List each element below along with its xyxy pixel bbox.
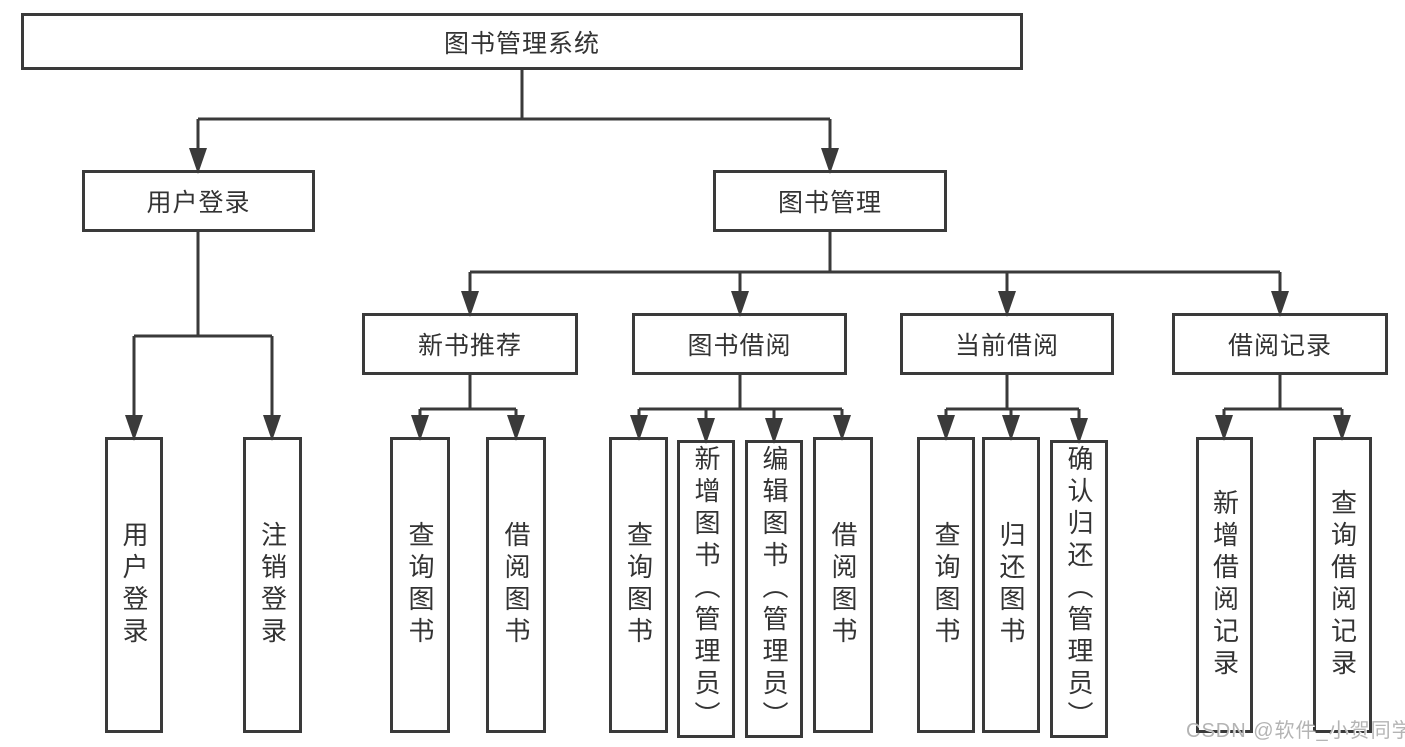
- node-label: 图书管理系统: [443, 29, 600, 58]
- node-label: 确认归还（管理员）: [1064, 445, 1094, 733]
- leaf-return-books: 归还图书: [982, 437, 1040, 733]
- leaf-edit-books-admin: 编辑图书（管理员）: [745, 440, 803, 738]
- leaf-logout: 注销登录: [243, 437, 302, 733]
- node-label: 用户登录: [119, 521, 149, 649]
- node-label: 用户登录: [146, 189, 251, 217]
- watermark-csdn: CSDN @软件_小贺同学: [1186, 720, 1405, 742]
- leaf-confirm-return-admin: 确认归还（管理员）: [1050, 440, 1108, 738]
- connector-records-to-leaves: [1215, 375, 1351, 441]
- node-book-borrowing: 图书借阅: [632, 313, 847, 375]
- node-label: 当前借阅: [954, 332, 1059, 360]
- node-label: 借阅记录: [1227, 332, 1332, 360]
- node-label: 查询借阅记录: [1327, 489, 1358, 681]
- leaf-add-borrow-record: 新增借阅记录: [1196, 437, 1253, 733]
- node-label: 新书推荐: [417, 332, 522, 360]
- leaf-query-books-recommend: 查询图书: [390, 437, 450, 733]
- node-book-management: 图书管理: [713, 170, 947, 232]
- node-current-borrowing: 当前借阅: [900, 313, 1114, 375]
- connector-recommend-to-leaves: [411, 375, 525, 441]
- node-user-login: 用户登录: [82, 170, 315, 232]
- node-label: 注销登录: [257, 521, 288, 649]
- node-borrowing-records: 借阅记录: [1172, 313, 1388, 375]
- leaf-add-books-admin: 新增图书（管理员）: [677, 440, 735, 738]
- node-label: 查询图书: [405, 521, 435, 649]
- node-label: 图书借阅: [687, 332, 792, 360]
- connector-book-management-to-level3: [461, 232, 1289, 317]
- node-label: 查询图书: [623, 521, 654, 649]
- connector-borrowing-to-leaves: [630, 375, 851, 444]
- leaf-borrow-books: 借阅图书: [813, 437, 873, 733]
- connector-root-to-level2: [189, 70, 839, 174]
- node-label: 新增图书（管理员）: [691, 445, 721, 733]
- node-label: 图书管理: [777, 189, 882, 217]
- leaf-query-books-current: 查询图书: [917, 437, 975, 733]
- node-label: 借阅图书: [828, 521, 858, 649]
- node-library-management-system: 图书管理系统: [21, 13, 1023, 70]
- leaf-user-login: 用户登录: [105, 437, 163, 733]
- node-label: 借阅图书: [501, 521, 531, 649]
- node-label: 编辑图书（管理员）: [759, 445, 789, 733]
- leaf-borrow-books-recommend: 借阅图书: [486, 437, 546, 733]
- node-label: 查询图书: [931, 521, 961, 649]
- node-label: 新增借阅记录: [1209, 489, 1240, 681]
- leaf-query-borrow-record: 查询借阅记录: [1313, 437, 1372, 733]
- connector-current-to-leaves: [937, 375, 1088, 444]
- leaf-query-books-borrow: 查询图书: [609, 437, 668, 733]
- connector-user-login-to-leaves: [125, 232, 281, 441]
- node-label: 归还图书: [996, 521, 1026, 649]
- node-new-book-recommendation: 新书推荐: [362, 313, 578, 375]
